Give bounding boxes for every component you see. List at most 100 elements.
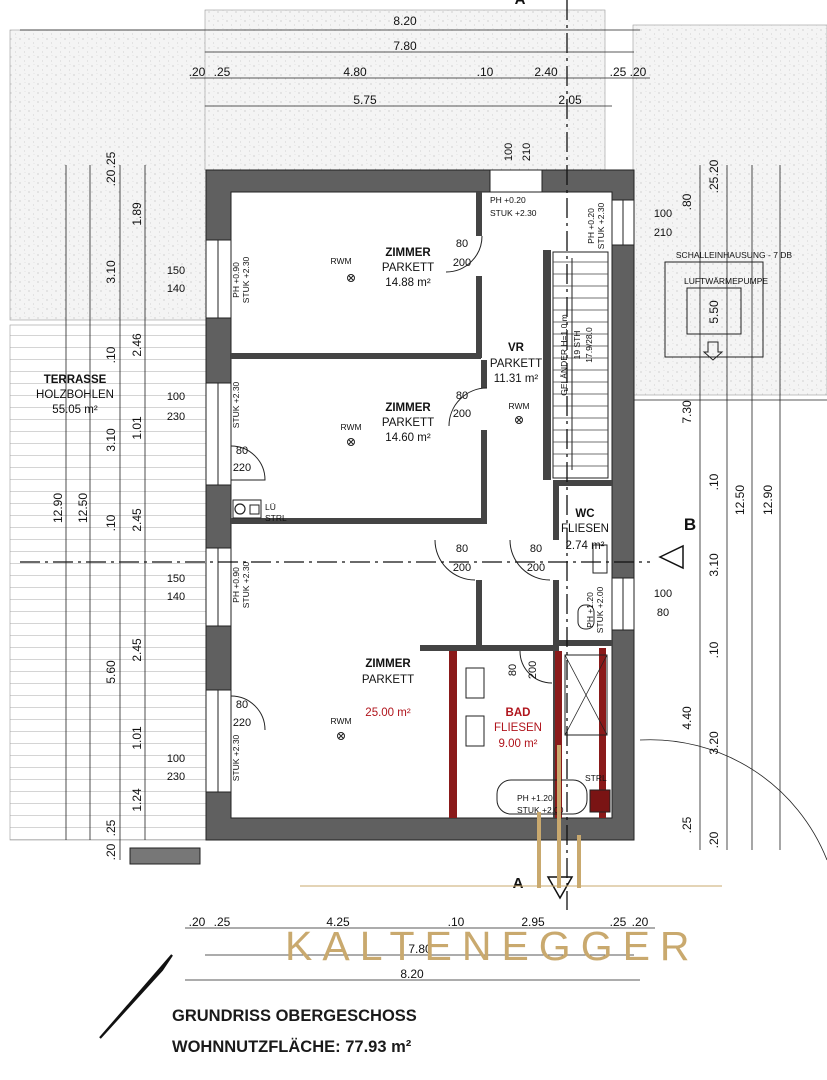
room-bad-name: BAD: [506, 707, 531, 719]
dim-top-20a: .20: [189, 65, 206, 79]
room-bad-area: 9.00 m²: [499, 738, 538, 750]
room-zimmer2-name: ZIMMER: [385, 402, 431, 414]
terrace-deck: [9, 324, 209, 841]
dim-top-820: 8.20: [393, 14, 417, 28]
lintel-stuk230d: STUK +2.30: [231, 734, 241, 781]
dim-left-245b: 2.45: [130, 638, 144, 662]
window-right-w-100b: 100: [654, 588, 672, 600]
dim-right-440: 4.40: [680, 706, 694, 730]
window-h-140b: 140: [167, 591, 185, 603]
lintel-stuk230a: STUK +2.30: [241, 256, 251, 303]
section-a-top: A: [515, 0, 526, 8]
dim-left-310a: 3.10: [104, 260, 118, 284]
door-h-220b: 220: [233, 717, 251, 729]
rwm-label-2: RWM: [340, 422, 361, 432]
sound-enclosure-label: SCHALLEINHAUSUNG - 7 DB: [676, 250, 793, 260]
dim-right-320: 3.20: [707, 731, 721, 755]
lintel-stuk230e: STUK +2.30: [490, 208, 537, 218]
room-zimmer1-floor: PARKETT: [382, 262, 434, 274]
heat-pump-enclosure: [664, 261, 764, 358]
dim-top-10: .10: [477, 65, 494, 79]
dim-left-101a: 1.01: [130, 416, 144, 440]
sill-ph090b: PH +0.90: [231, 567, 241, 603]
terrace-area: 55.05 m²: [52, 404, 98, 416]
dim-right-1290: 12.90: [761, 485, 775, 515]
room-zimmer2-area: 14.60 m²: [385, 432, 431, 444]
dim-left-1250: 12.50: [76, 493, 90, 523]
dim-left-25: .25: [104, 151, 118, 168]
dimension-lines: [20, 29, 827, 981]
dim-top-480: 4.80: [343, 65, 367, 79]
window-right-h-210: 210: [654, 227, 672, 239]
room-vr-area: 11.31 m²: [494, 373, 539, 385]
dim-bottom-20a: .20: [189, 915, 206, 929]
door-w-80e: 80: [456, 543, 468, 555]
door-w-80d: 80: [456, 390, 468, 402]
wall-zimmer2-bottom: [231, 518, 487, 524]
gravel-top: [204, 9, 606, 171]
window-right-h-80b: 80: [657, 607, 669, 619]
dim-left-101b: 1.01: [130, 726, 144, 750]
steps-label: 19 STH: [572, 331, 582, 360]
dim-left-10a: .10: [104, 346, 118, 363]
dim-left-189: 1.89: [130, 202, 144, 226]
dim-bottom-780: 7.80: [408, 942, 432, 956]
dim-left-10b: .10: [104, 514, 118, 531]
door-h-200d: 200: [453, 408, 471, 420]
dim-door-top-100: 100: [503, 143, 515, 161]
gravel-left: [9, 29, 209, 321]
dim-right-10b: .10: [707, 641, 721, 658]
dim-left-124: 1.24: [130, 788, 144, 812]
room-zimmer1-area: 14.88 m²: [385, 277, 431, 289]
door-h-200c: 200: [453, 257, 471, 269]
dim-top-20b: .20: [630, 65, 647, 79]
dim-left-20: .20: [104, 169, 118, 186]
living-area: WOHNNUTZFLÄCHE: 77.93 m²: [172, 1038, 412, 1056]
room-zimmer3-name: ZIMMER: [365, 658, 411, 670]
door-swings: [230, 235, 553, 731]
railing-label: GELÄNDER H=1.0 m: [559, 314, 569, 396]
rwm-label-4: RWM: [330, 716, 351, 726]
room-bad-floor: FLIESEN: [494, 722, 542, 734]
dim-top-25b: .25: [610, 65, 627, 79]
dim-door-top-210: 210: [521, 143, 533, 161]
rwm-label-3: RWM: [508, 401, 529, 411]
dim-right-730: 7.30: [680, 400, 694, 424]
dim-right-80: .80: [680, 193, 694, 210]
room-zimmer3-floor: PARKETT: [362, 674, 414, 686]
window-w-150a: 150: [167, 265, 185, 277]
sill-ph020a: PH +0.20: [490, 195, 526, 205]
dim-top-25a: .25: [214, 65, 231, 79]
door-w-80c: 80: [456, 238, 468, 250]
window-w-100b: 100: [167, 753, 185, 765]
wall-bad-top: [420, 645, 555, 651]
window-h-140a: 140: [167, 283, 185, 295]
door-w-80b: 80: [236, 699, 248, 711]
sill-ph120b: PH +1.20: [517, 793, 553, 803]
dim-left-310b: 3.10: [104, 428, 118, 452]
room-wc-area: 2.74 m²: [566, 540, 605, 552]
dim-top-780: 7.80: [393, 39, 417, 53]
staircase: [552, 251, 609, 479]
wall-vr-left: [476, 192, 482, 236]
dim-right-1250: 12.50: [733, 485, 747, 515]
door-w-80g: 80: [507, 664, 519, 676]
window-w-100a: 100: [167, 391, 185, 403]
dim-right-25: .25: [707, 176, 721, 193]
door-w-80f: 80: [530, 543, 542, 555]
door-w-80a: 80: [236, 445, 248, 457]
window-w-150b: 150: [167, 573, 185, 585]
dim-top-240: 2.40: [534, 65, 558, 79]
terrace-name: TERRASSE: [44, 374, 107, 386]
strl-label-1: STRL: [265, 513, 287, 523]
dim-left-1290: 12.90: [51, 493, 65, 523]
terrace-bench: [129, 847, 201, 865]
north-arrow-icon: [99, 954, 173, 1039]
dim-top-575: 5.75: [353, 93, 377, 107]
bathtub: [496, 779, 588, 815]
room-wc-floor: FLIESEN: [561, 523, 609, 535]
dim-right-25b: .25: [680, 816, 694, 833]
sill-ph120a: PH +1.20: [585, 592, 595, 628]
dim-bottom-20b: .20: [632, 915, 649, 929]
door-h-200g: 200: [527, 661, 539, 679]
